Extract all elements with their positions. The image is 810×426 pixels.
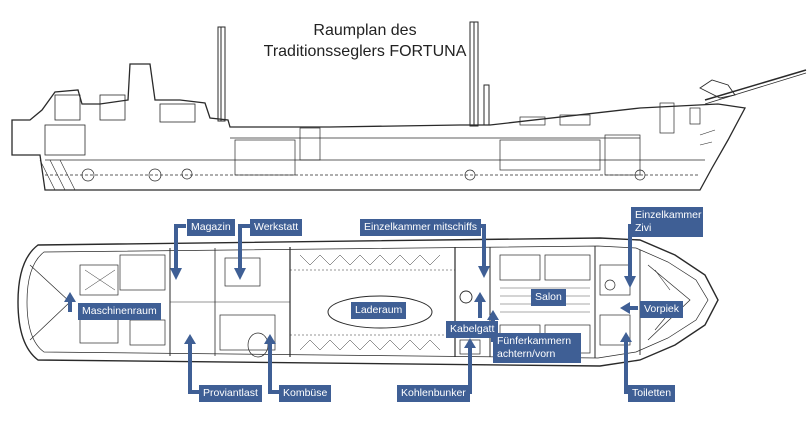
- label-salon: Salon: [531, 289, 566, 306]
- label-kohlenbunker: Kohlenbunker: [397, 385, 470, 402]
- label-kombuese: Kombüse: [279, 385, 332, 402]
- label-einzelkammer-zivi: Einzelkammer Zivi: [631, 207, 703, 237]
- label-fuenferkammern: Fünferkammern achtern/vorn: [493, 333, 581, 363]
- title-line-2: Traditionsseglers FORTUNA: [263, 43, 467, 60]
- hull-plan-outline: [17, 237, 719, 367]
- arrow-heads: [64, 266, 636, 348]
- label-einzelkammer-mitschiffs: Einzelkammer mitschiffs: [360, 219, 481, 236]
- fore-mast: [483, 84, 490, 126]
- label-proviantlast: Proviantlast: [199, 385, 262, 402]
- arrow-werkstatt: [238, 224, 250, 272]
- label-maschinenraum: Maschinenraum: [78, 303, 161, 320]
- deck-plan: [17, 237, 719, 367]
- arrow-kombuese: [268, 340, 280, 394]
- arrow-proviantlast: [188, 340, 200, 394]
- laderaum-table: [327, 295, 433, 329]
- label-werkstatt: Werkstatt: [250, 219, 303, 236]
- side-elevation: [11, 21, 807, 191]
- label-kabelgatt: Kabelgatt: [446, 321, 499, 338]
- hull-side-outline: [11, 63, 747, 191]
- label-arrows: [68, 224, 638, 394]
- arrow-magazin: [174, 224, 186, 272]
- bowsprit: [704, 69, 807, 101]
- label-laderaum: Laderaum: [351, 302, 407, 319]
- label-vorpiek: Vorpiek: [640, 301, 684, 318]
- label-toiletten: Toiletten: [628, 385, 676, 402]
- label-magazin: Magazin: [187, 219, 235, 236]
- title-line-1: Raumplan des: [313, 22, 417, 39]
- diagram-title: Raumplan des Traditionsseglers FORTUNA: [230, 20, 500, 62]
